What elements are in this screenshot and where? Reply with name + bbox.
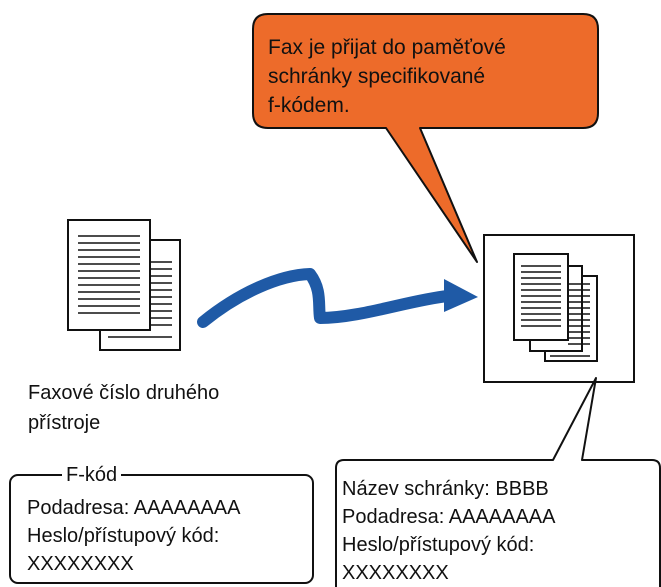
callout-line: f-kódem. [268,94,350,117]
receiver-subaddress: Podadresa: AAAAAAAA [342,506,556,528]
receiver-info-callout [335,377,661,587]
sender-password-value: XXXXXXXX [27,553,134,575]
callout-line: Fax je přijat do paměťové [268,36,506,59]
sender-password-label: Heslo/přístupový kód: [27,525,220,547]
callout-line: schránky specifikované [268,65,486,88]
receiver-documents-icon [513,253,598,362]
sender-info-box [9,474,314,584]
sender-fax-label: Faxové číslo druhého přístroje [28,378,219,438]
callout-text: Fax je přijat do paměťové schránky speci… [268,33,598,120]
receiver-box-name: Název schránky: BBBB [342,478,549,500]
speech-callout [252,13,599,263]
sender-label-line: Faxové číslo druhého [28,382,220,404]
receiver-password-label: Heslo/přístupový kód: [342,534,535,556]
sender-label-line: přístroje [28,412,101,434]
transmission-arrow [197,268,478,328]
receiver-box-content: Název schránky: BBBB Podadresa: AAAAAAAA… [342,475,555,587]
sender-box-content: Podadresa: AAAAAAAA Heslo/přístupový kód… [27,494,240,578]
receiver-password-value: XXXXXXXX [342,562,449,584]
sender-box-title: F-kód [62,463,122,487]
sender-subaddress: Podadresa: AAAAAAAA [27,497,241,519]
sender-documents-icon [67,219,181,351]
